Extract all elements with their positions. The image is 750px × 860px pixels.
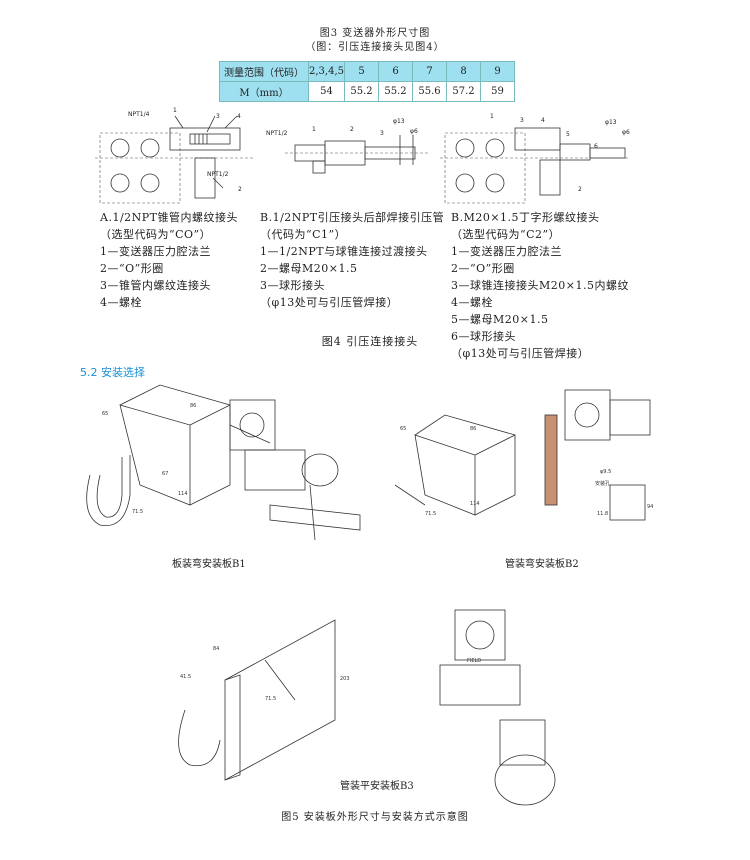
table-cell: 57.2 [446, 81, 481, 102]
b1-dim-86: 86 [190, 403, 196, 409]
b2-dim-114: 114 [470, 501, 480, 507]
table-cell: 8 [446, 61, 481, 82]
table-cell: 55.2 [378, 81, 413, 102]
label-phi13a: φ13 [393, 118, 405, 125]
b2-phi: φ9.5 [600, 469, 611, 475]
table-header-cell: 测量范围（代码） [219, 61, 309, 82]
label-b1: 1 [312, 126, 316, 133]
b3-dim-84: 84 [213, 646, 219, 652]
label-npt12b: NPT1/2 [207, 171, 229, 178]
label-2: 2 [238, 186, 242, 193]
table-cell: 5 [344, 61, 379, 82]
table-cell: 54 [308, 81, 345, 102]
connector-b-description: B.1/2NPT引压接头后部焊接引压管 （代码为“C1”） 1—1/2NPT与球… [260, 211, 445, 309]
fig3-title: 图3 变送器外形尺寸图 [319, 28, 431, 39]
table-cell: 59 [480, 81, 515, 102]
label-b2: 2 [350, 126, 354, 133]
label-phi6b: φ6 [622, 129, 630, 136]
label-c5: 5 [566, 131, 570, 138]
label-c3: 3 [520, 117, 524, 124]
b3-dim-203: 203 [340, 676, 350, 682]
label-3: 3 [216, 113, 220, 120]
b2-dim-86: 86 [470, 426, 476, 432]
table-cell: 7 [412, 61, 447, 82]
section-title: 5.2 安装选择 [80, 366, 145, 379]
fig5-caption: 图5 安装板外形尺寸与安装方式示意图 [281, 812, 469, 823]
b1-dim-65: 65 [102, 411, 108, 417]
fig3-dimension-table: 测量范围（代码） 2,3,4,5 5 6 7 8 9 M（mm） 54 55.2… [219, 61, 515, 102]
fig4-caption: 图4 引压连接接头 [321, 335, 419, 348]
b1-dim-67: 67 [162, 471, 168, 477]
label-phi13b: φ13 [605, 119, 617, 126]
b3-dim-715: 71.5 [265, 696, 276, 702]
connector-c-description: B.M20×1.5丁字形螺纹接头 （选型代码为“C2”） 1—变送器压力腔法兰 … [451, 211, 629, 360]
table-header-cell: M（mm） [219, 81, 309, 102]
b2-dim-118: 11.8 [597, 511, 608, 517]
table-row: M（mm） 54 55.2 55.2 55.6 57.2 59 [219, 81, 515, 102]
connector-c-drawing [440, 127, 630, 204]
table-cell: 9 [480, 61, 515, 82]
label-c6: 6 [594, 143, 598, 150]
label-npt14: NPT1/4 [128, 111, 150, 118]
table-cell: 2,3,4,5 [308, 61, 345, 82]
label-4: 4 [237, 113, 241, 120]
fig3-subtitle: （图：引压连接接头见图4） [305, 42, 445, 53]
label-phi6a: φ6 [410, 128, 418, 135]
b2-dim-94: 94 [647, 504, 653, 510]
label-npt12a: NPT1/2 [266, 130, 288, 137]
label-c4: 4 [541, 117, 545, 124]
table-cell: 55.6 [412, 81, 447, 102]
table-row: 测量范围（代码） 2,3,4,5 5 6 7 8 9 [219, 61, 515, 82]
b3-dim-415: 41.5 [180, 674, 191, 680]
b2-dim-715: 71.5 [425, 511, 436, 517]
table-cell: 6 [378, 61, 413, 82]
b1-dim-715: 71.5 [132, 509, 143, 515]
b1-dim-114: 114 [178, 491, 188, 497]
b3-bracket-drawing: 84 41.5 71.5 203 FIELD [178, 609, 556, 806]
b1-bracket-drawing: 65 86 67 114 71.5 [86, 384, 361, 541]
b2-hole: 安装孔 [595, 480, 610, 487]
b3-caption: 管装平安装板B3 [340, 781, 414, 792]
label-b3: 3 [380, 130, 384, 137]
connector-a-drawing [95, 115, 255, 204]
table-cell: 55.2 [344, 81, 379, 102]
connector-a-description: A.1/2NPT锥管内螺纹接头 （选型代码为“CO”） 1—变送器压力腔法兰 2… [100, 211, 239, 309]
b2-caption: 管装弯安装板B2 [505, 559, 579, 570]
label-c2: 2 [578, 186, 582, 193]
b2-bracket-drawing: 65 86 114 71.5 安装孔 φ9.5 11.8 94 [394, 389, 653, 521]
label-c1: 1 [490, 113, 494, 120]
label-1: 1 [173, 107, 177, 114]
connector-b-drawing [285, 135, 430, 174]
b1-caption: 板装弯安装板B1 [172, 559, 246, 570]
b3-field: FIELD [467, 658, 481, 664]
b2-dim-65: 65 [400, 426, 406, 432]
